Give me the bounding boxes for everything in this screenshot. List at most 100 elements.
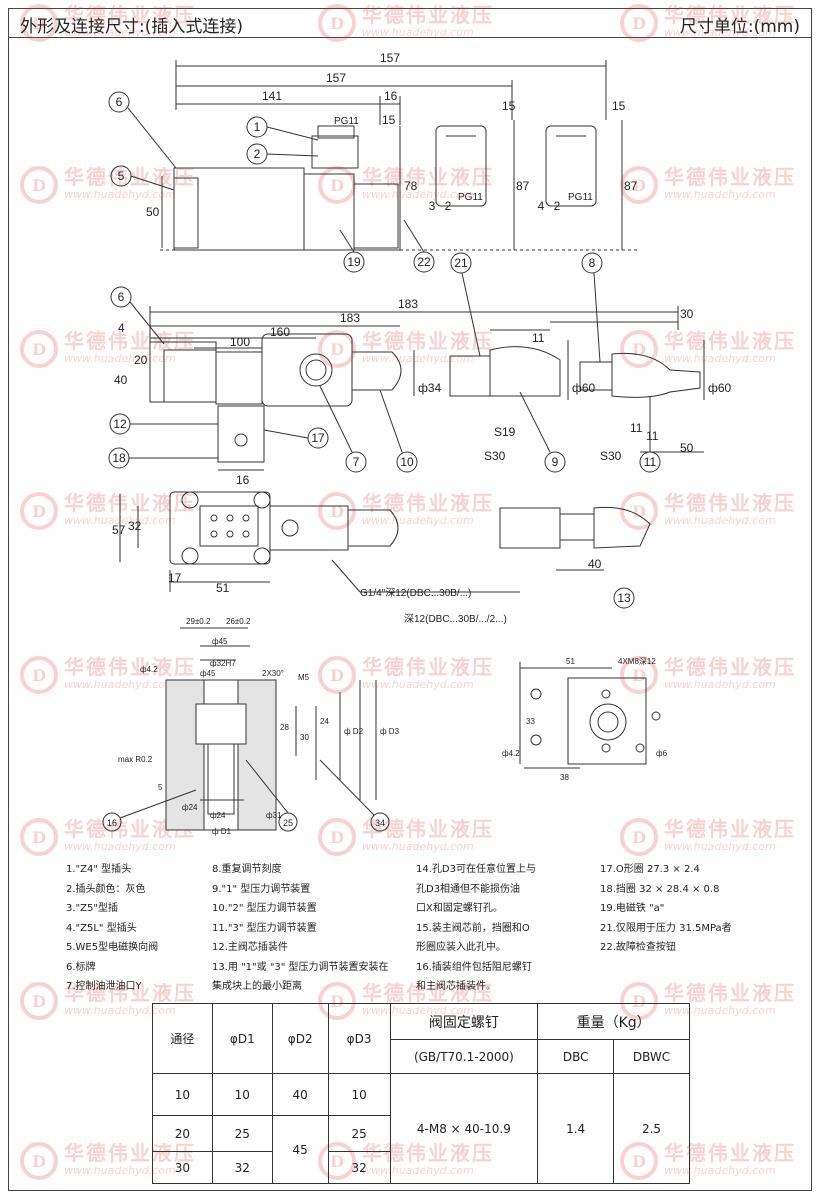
drawing-port-pattern: [519, 662, 661, 769]
header-weight: 重量（Kg）: [537, 1003, 690, 1040]
callout-label: 2: [445, 199, 452, 213]
dim-text: 11: [532, 331, 545, 345]
header-screw-standard: (GB/T70.1-2000): [389, 1039, 539, 1074]
drawing-bottom-view: [119, 491, 651, 593]
drawing-side-view: [160, 60, 640, 251]
header-dbwc: DBWC: [613, 1039, 690, 1074]
callout-label: 1: [254, 120, 261, 134]
dim-text: 78: [404, 179, 418, 193]
table-cell: 10: [211, 1073, 273, 1116]
dim-text: ф45: [200, 669, 216, 678]
solenoid-body: [303, 173, 355, 251]
dbwc-weight: 2.5: [613, 1073, 690, 1184]
table-cell: 25: [327, 1115, 391, 1152]
dim-text: 33: [526, 717, 535, 726]
table-cell: 32: [327, 1151, 391, 1184]
callout-label: 10: [400, 455, 414, 469]
table-cell: 10: [327, 1073, 391, 1116]
dim-text: 183: [398, 297, 418, 311]
table-cell: 10: [152, 1073, 213, 1116]
table-cell: 40: [271, 1073, 329, 1116]
callout-label: 3: [429, 199, 436, 213]
dim-text: 15: [612, 99, 626, 113]
page-frame: [8, 8, 812, 1191]
page-title: 外形及连接尺寸:(插入式连接): [20, 17, 243, 37]
pg-label: PG11: [458, 192, 483, 203]
dbc-weight: 1.4: [537, 1073, 615, 1184]
callout-label: 6: [116, 95, 123, 109]
notes-column-3: 14.孔D3可在任意位置上与 孔D3相通但不能损伤油 口X和固定螺钉孔。 15.…: [416, 864, 536, 992]
valve-body: [173, 167, 305, 251]
pg-label: PG11: [334, 116, 359, 127]
notes-column-1: 1."Z4" 型插头 2.插头颜色：灰色 3."Z5"型插 4."Z5L" 型插…: [66, 864, 159, 992]
dim-text: 4: [118, 321, 125, 335]
unit-label: 尺寸单位:(mm): [679, 17, 800, 37]
dim-text: 87: [516, 179, 530, 193]
connector-view-z4: [435, 125, 487, 207]
callout-label: 22: [417, 255, 431, 269]
dim-text: 15: [382, 113, 396, 127]
cartridge-plug: [217, 405, 265, 463]
callout-label: 25: [283, 818, 293, 828]
dim-text: 38: [560, 773, 569, 782]
notes-column-4: 17.O形圈 27.3 × 2.4 18.挡圈 32 × 28.4 × 0.8 …: [600, 864, 732, 953]
dim-text: ф24: [210, 811, 226, 820]
top-body: [149, 341, 217, 403]
callout-label: 7: [353, 455, 360, 469]
dim-text: ф D3: [380, 727, 400, 736]
dim-text: 40: [588, 557, 602, 571]
dim-text: ф32H7: [210, 659, 236, 668]
callout-label: 17: [311, 431, 325, 445]
dim-text: 87: [624, 179, 638, 193]
callout-label: 12: [113, 417, 127, 431]
dim-text: 4XM8深12: [618, 657, 656, 666]
spec-table: 通径 φD1 φD2 φD3 阀固定螺钉 重量（Kg） (GB/T70.1-20…: [152, 1003, 690, 1184]
table-cell: 30: [152, 1151, 213, 1184]
dim-text: 183: [340, 311, 360, 325]
callout-label: 9: [552, 455, 559, 469]
dim-text: 15: [502, 99, 516, 113]
dim-text: ф60: [572, 381, 596, 395]
dim-text: ф24: [182, 803, 198, 812]
screw-spec: 4-M8 × 40-10.9: [389, 1073, 539, 1184]
header-d2: φD2: [271, 1003, 329, 1074]
callout-label: 21: [454, 256, 468, 270]
cartridge-housing: [353, 183, 399, 249]
dim-text: 29±0.2: [186, 617, 211, 626]
callout-label: 4: [538, 199, 545, 213]
plug-top: [317, 125, 355, 139]
callout-label: 19: [347, 255, 361, 269]
header-dbc: DBC: [537, 1039, 615, 1074]
dim-text: 141: [262, 89, 282, 103]
dim-text: 5: [158, 783, 163, 792]
dim-text: 17: [168, 571, 182, 585]
dim-text: ф6: [656, 749, 668, 758]
callout-label: 5: [118, 169, 125, 183]
callout-label: 8: [589, 256, 596, 270]
dim-text: S30: [484, 449, 506, 463]
table-cell: 32: [211, 1151, 273, 1184]
callout-label: 6: [118, 290, 125, 304]
drawing-cavity-section: [165, 627, 377, 831]
header-screw: 阀固定螺钉: [389, 1003, 539, 1040]
table-cell: 25: [211, 1115, 273, 1152]
port-note: G1/4"深12(DBC...30B/...): [360, 587, 471, 599]
dim-text: ф D2: [344, 727, 364, 736]
dim-text: 50: [146, 205, 160, 219]
dim-text: 16: [384, 89, 398, 103]
dim-text: 57: [112, 523, 126, 537]
dim-text: 157: [380, 51, 400, 65]
dim-text: ф60: [708, 381, 732, 395]
header-bore: 通径: [152, 1003, 213, 1074]
end-plate: [173, 177, 199, 249]
adjust-knob: [351, 351, 402, 391]
dim-text: M5: [298, 673, 310, 682]
notes-column-2: 8.重复调节刻度 9."1" 型压力调节装置 10."2" 型压力调节装置 11…: [212, 864, 389, 992]
dim-text: 28: [280, 723, 289, 732]
dim-text: 26±0.2: [226, 617, 251, 626]
dim-text: 16: [236, 473, 250, 487]
dim-text: S30: [600, 449, 622, 463]
dim-text: S19: [494, 425, 516, 439]
cartridge-block: [261, 333, 353, 407]
